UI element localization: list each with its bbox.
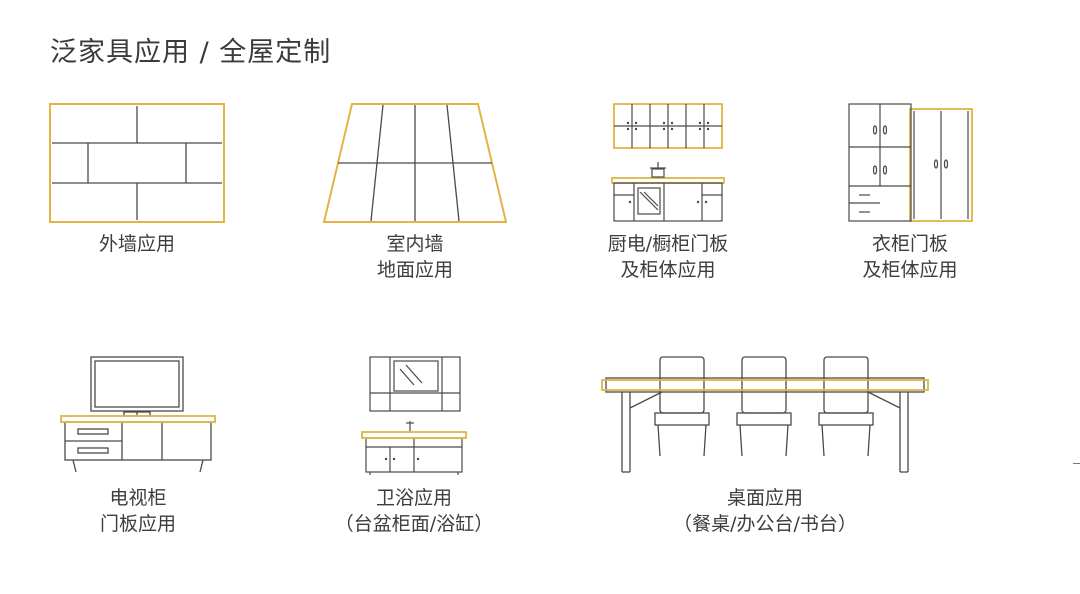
- bathroom-cabinet-icon: [361, 356, 467, 475]
- exterior-wall-label: 外墙应用: [48, 231, 226, 257]
- exterior-wall-icon: [49, 103, 225, 223]
- label-line: 电视柜: [109, 487, 167, 509]
- page-title: 泛家具应用 / 全屋定制: [50, 37, 332, 68]
- label-line: 地面应用: [376, 259, 453, 281]
- wardrobe-label: 衣柜门板 及柜体应用: [820, 231, 1000, 283]
- label-line: 衣柜门板: [871, 233, 948, 255]
- label-line: 外墙应用: [98, 233, 175, 255]
- label-line: 及柜体应用: [862, 259, 958, 281]
- label-line: 厨电/橱柜门板: [607, 233, 729, 255]
- label-line: （台盆柜面/浴缸）: [334, 513, 494, 535]
- label-line: 及柜体应用: [620, 259, 716, 281]
- label-line: （餐桌/办公台/书台）: [673, 513, 857, 535]
- tv-cabinet-label: 电视柜 门板应用: [58, 485, 218, 537]
- dining-table-icon: [601, 356, 929, 473]
- label-line: 桌面应用: [726, 487, 803, 509]
- label-line: 室内墙: [386, 233, 444, 255]
- label-line: 门板应用: [99, 513, 176, 535]
- kitchen-cabinet-label: 厨电/橱柜门板 及柜体应用: [578, 231, 758, 283]
- floor-tiles-label: 室内墙 地面应用: [315, 231, 515, 283]
- edge-divider: [1073, 463, 1080, 464]
- floor-tiles-icon: [322, 103, 508, 223]
- wardrobe-icon: [848, 103, 973, 222]
- dining-table-label: 桌面应用 （餐桌/办公台/书台）: [640, 485, 890, 537]
- tv-cabinet-icon: [60, 356, 216, 473]
- label-line: 卫浴应用: [375, 487, 452, 509]
- kitchen-cabinet-icon: [611, 103, 725, 222]
- bathroom-cabinet-label: 卫浴应用 （台盆柜面/浴缸）: [314, 485, 514, 537]
